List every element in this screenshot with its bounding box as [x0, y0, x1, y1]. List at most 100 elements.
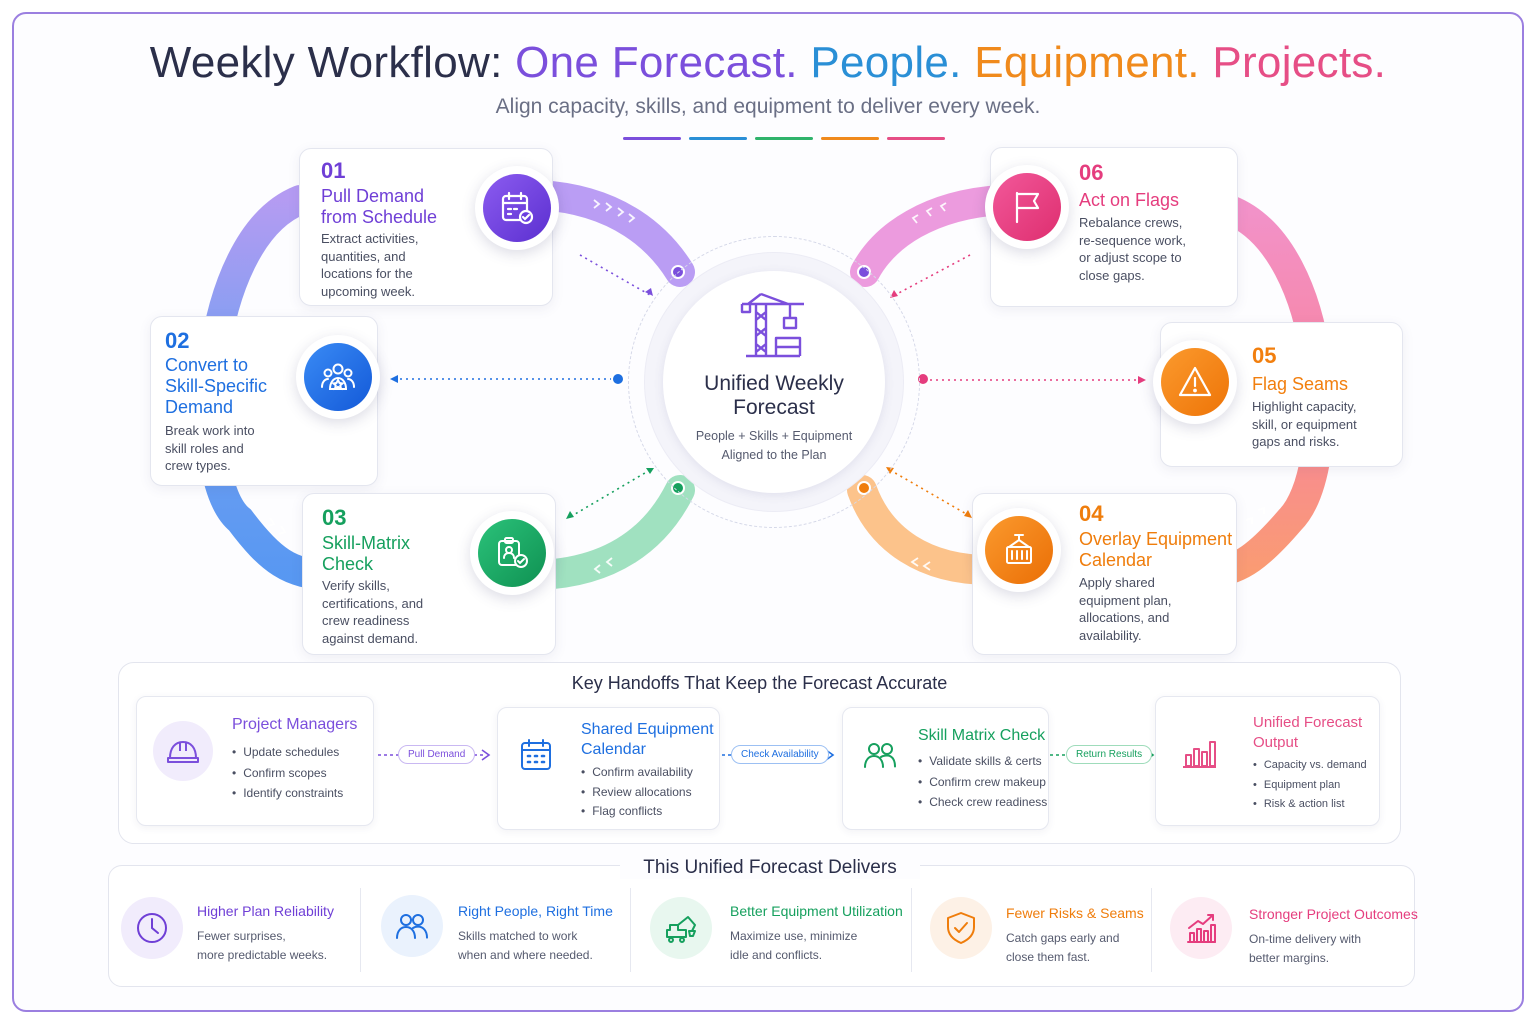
desc-line: Break work into [165, 423, 255, 438]
desc-line: upcoming week. [321, 283, 415, 299]
step-title: Flag Seams [1252, 374, 1348, 395]
handoff-title-line: Project Managers [232, 716, 358, 733]
step-icon-ring [985, 165, 1069, 249]
list-item: Review allocations [581, 783, 693, 803]
handoff-icon-bg [850, 725, 910, 785]
team-icon [321, 363, 355, 391]
desc-line: gaps and risks. [1252, 434, 1340, 449]
center-title-line2: Forecast [733, 396, 815, 419]
step-title-line: Act on Flags [1079, 190, 1180, 210]
deliver-title: Right People, Right Time [458, 903, 613, 919]
desc-line: Rebalance crews, [1079, 215, 1183, 230]
handoff-icon-bg [1169, 722, 1229, 782]
desc-line: crew types. [165, 458, 231, 473]
desc-line: crew readiness [322, 613, 410, 628]
warning-icon [1178, 366, 1212, 397]
crane-icon [740, 292, 804, 358]
center-dot-step2 [611, 372, 625, 386]
step-title-line: Convert to [165, 355, 249, 375]
center-sub-line1: People + Skills + Equipment [695, 429, 853, 443]
desc-line: availability. [1079, 627, 1142, 643]
step-title-line: from Schedule [321, 207, 438, 227]
deliver-icon-bg [121, 897, 183, 959]
deliver-desc: Skills matched to work when and where nee… [458, 927, 593, 965]
step-title-line: Calendar [1079, 550, 1153, 570]
step-number: 01 [321, 158, 346, 183]
desc-line: idle and conflicts. [730, 948, 823, 962]
deliver-title: Higher Plan Reliability [197, 903, 334, 919]
step-icon-ring [470, 511, 554, 595]
handoff-pill-pull-demand: Pull Demand [398, 745, 476, 764]
step-number: 02 [165, 328, 190, 353]
bar-chart-icon [1183, 741, 1216, 768]
title-part-people: People. [810, 38, 975, 87]
center-title-line1: Unified Weekly [704, 372, 844, 395]
step-title: Act on Flags [1079, 190, 1179, 211]
title-underline-orange [821, 137, 879, 140]
list-item: Flag conflicts [581, 802, 693, 822]
center-hub [663, 271, 885, 493]
desc-line: when and where needed. [458, 948, 593, 962]
desc-line: re-sequence work, [1079, 232, 1186, 248]
divider [911, 888, 912, 972]
desc-line: Verify skills, [322, 578, 390, 593]
deliver-title: Better Equipment Utilization [730, 903, 903, 919]
desc-line: close gaps. [1079, 267, 1145, 283]
step-title-line: Pull Demand [321, 186, 425, 206]
hard-hat-icon [167, 741, 199, 763]
deliver-title: Fewer Risks & Seams [1006, 905, 1144, 921]
connector-center-step6 [894, 254, 971, 296]
divider [630, 888, 631, 972]
handoff-title-line: Skill Matrix Check [918, 727, 1046, 744]
step-icon-ring [296, 335, 380, 419]
step-title-line: Flag Seams [1252, 374, 1349, 394]
desc-line: Highlight capacity, [1252, 399, 1357, 414]
desc-line: Fewer surprises, [197, 929, 286, 943]
divider [360, 888, 361, 972]
list-item: Confirm crew makeup [918, 772, 1047, 793]
excavator-icon [666, 916, 696, 943]
list-item: Update schedules [232, 742, 343, 763]
desc-line: Skills matched to work [458, 929, 578, 943]
list-item: Confirm scopes [232, 763, 343, 784]
handoffs-title: Key Handoffs That Keep the Forecast Accu… [571, 673, 948, 693]
handoff-pill-return-results: Return Results [1066, 745, 1153, 764]
handoff-list: Confirm availabilityReview allocationsFl… [581, 763, 693, 822]
arc-center-to-step6 [850, 185, 1015, 287]
arc-step3-to-center [525, 475, 695, 590]
desc-line: against demand. [322, 630, 419, 646]
title-underline-blue [689, 137, 747, 140]
desc-line: Maximize use, minimize [730, 929, 858, 943]
list-item: Check crew readiness [918, 792, 1047, 813]
handoff-pill-check-availability: Check Availability [731, 745, 829, 764]
people-icon [864, 743, 896, 768]
calendar-check-icon [501, 191, 534, 225]
desc-line: more predictable weeks. [197, 948, 328, 962]
list-item: Validate skills & certs [918, 751, 1047, 772]
connector-center-step4 [889, 469, 969, 516]
step-icon-ring [977, 508, 1061, 592]
people-icon [396, 914, 428, 939]
desc-line: or adjust scope to [1079, 250, 1182, 265]
handoff-title-line: Shared Equipment [581, 721, 714, 738]
title-underline-pink [887, 137, 945, 140]
center-sub-line2: Aligned to the Plan [721, 448, 827, 462]
clock-icon [137, 913, 167, 943]
connector-center-step1 [579, 254, 651, 296]
handoff-title-line: Unified Forecast [1253, 714, 1363, 731]
clipboard-check-icon [498, 537, 528, 568]
list-item: Capacity vs. demand [1253, 756, 1367, 776]
deliver-desc: Maximize use, minimize idle and conflicts… [730, 927, 857, 965]
handoff-title-line: Calendar [581, 741, 646, 758]
handoff-list: Update schedulesConfirm scopesIdentify c… [232, 742, 343, 804]
